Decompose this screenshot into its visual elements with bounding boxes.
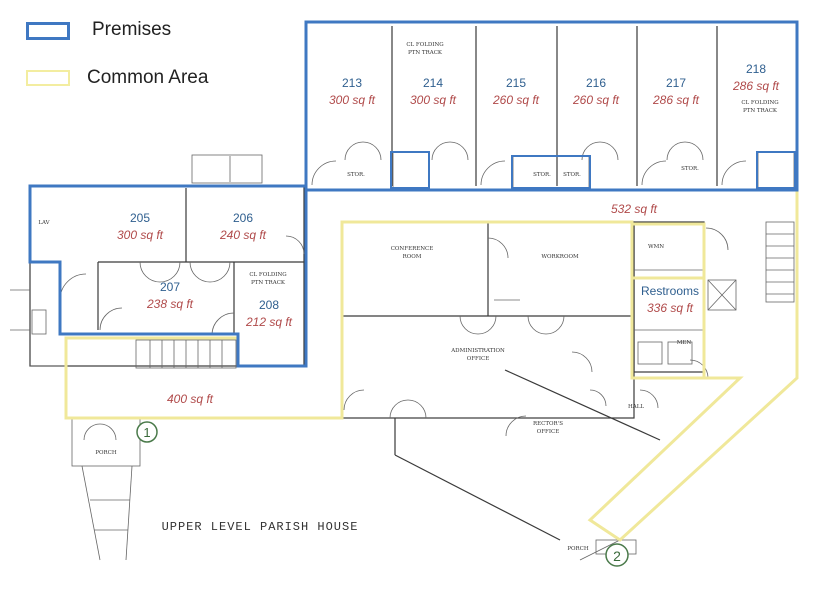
room-218-number: 218 xyxy=(746,62,766,76)
label-folding-track-214-a: CL FOLDING xyxy=(406,42,443,48)
label-rectors: RECTOR'S xyxy=(533,421,563,427)
label-workroom: WORKROOM xyxy=(541,254,579,260)
common-area-hall-lower-area: 400 sq ft xyxy=(167,392,214,406)
room-215-number: 215 xyxy=(506,76,526,90)
common-area-outlines xyxy=(64,188,799,542)
room-207-number: 207 xyxy=(160,280,180,294)
room-217-area: 286 sq ft xyxy=(652,93,700,107)
plan-title: UPPER LEVEL PARISH HOUSE xyxy=(162,520,359,534)
label-administration: ADMINISTRATION xyxy=(450,348,505,354)
label-folding-track-218-b: PTN TRACK xyxy=(743,108,778,114)
room-206-number: 206 xyxy=(233,211,253,225)
label-stor-4: STOR. xyxy=(681,166,699,172)
legend-common-swatch xyxy=(26,70,70,86)
room-214-number: 214 xyxy=(423,76,443,90)
room-214-area: 300 sq ft xyxy=(410,93,457,107)
label-men: MEN xyxy=(677,340,692,346)
premises-closet-214 xyxy=(390,151,430,189)
plan-annotations: CL FOLDING PTN TRACK CL FOLDING PTN TRAC… xyxy=(38,42,778,552)
room-216-area: 260 sq ft xyxy=(572,93,620,107)
entrance-2-marker xyxy=(605,543,629,567)
label-folding-track-218-a: CL FOLDING xyxy=(741,100,778,106)
room-215-area: 260 sq ft xyxy=(492,93,540,107)
label-stor-1: STOR. xyxy=(347,172,365,178)
label-lav: LAV xyxy=(38,220,50,226)
label-wmn: WMN xyxy=(648,244,664,250)
label-folding-track-208-a: CL FOLDING xyxy=(249,272,286,278)
room-208-number: 208 xyxy=(259,298,279,312)
room-labels: 213 300 sq ft 214 300 sq ft 215 260 sq f… xyxy=(117,62,780,406)
label-folding-track-208-b: PTN TRACK xyxy=(251,280,286,286)
label-rectors-office: OFFICE xyxy=(537,429,560,435)
premises-outlines xyxy=(28,20,799,368)
label-administration-office: OFFICE xyxy=(467,356,490,362)
legend-premises-label: Premises xyxy=(92,19,172,40)
premises-left-block xyxy=(28,184,308,368)
label-stor-3: STOR. xyxy=(563,172,581,178)
restrooms-area: 336 sq ft xyxy=(647,301,694,315)
label-stor-2: STOR. xyxy=(533,172,551,178)
label-porch-left: PORCH xyxy=(95,450,117,456)
room-213-area: 300 sq ft xyxy=(329,93,376,107)
legend-common-label: Common Area xyxy=(87,67,209,88)
legend-premises-swatch xyxy=(26,22,70,40)
label-hall: HALL xyxy=(628,404,644,410)
room-205-number: 205 xyxy=(130,211,150,225)
common-area-hall-upper xyxy=(64,188,799,542)
label-conference-room: ROOM xyxy=(403,254,422,260)
label-conference: CONFERENCE xyxy=(391,246,434,252)
entrance-1-label: 1 xyxy=(143,425,150,440)
entrance-markers: 1 2 xyxy=(136,421,629,567)
room-205-area: 300 sq ft xyxy=(117,228,164,242)
premises-closet-215 xyxy=(511,155,591,189)
common-area-restrooms xyxy=(630,222,706,380)
label-folding-track-214-b: PTN TRACK xyxy=(408,50,443,56)
label-porch-right: PORCH xyxy=(567,546,589,552)
room-213-number: 213 xyxy=(342,76,362,90)
room-207-area: 238 sq ft xyxy=(146,297,194,311)
room-216-number: 216 xyxy=(586,76,606,90)
restrooms-label: Restrooms xyxy=(641,284,699,298)
room-217-number: 217 xyxy=(666,76,686,90)
premises-closet-218 xyxy=(756,151,796,189)
premises-upper-row xyxy=(304,20,799,192)
entrance-1-marker xyxy=(136,421,158,443)
common-area-hall-upper-area: 532 sq ft xyxy=(611,202,658,216)
entrance-2-label: 2 xyxy=(613,548,621,564)
room-206-area: 240 sq ft xyxy=(219,228,267,242)
room-218-area: 286 sq ft xyxy=(732,79,780,93)
room-208-area: 212 sq ft xyxy=(245,315,293,329)
